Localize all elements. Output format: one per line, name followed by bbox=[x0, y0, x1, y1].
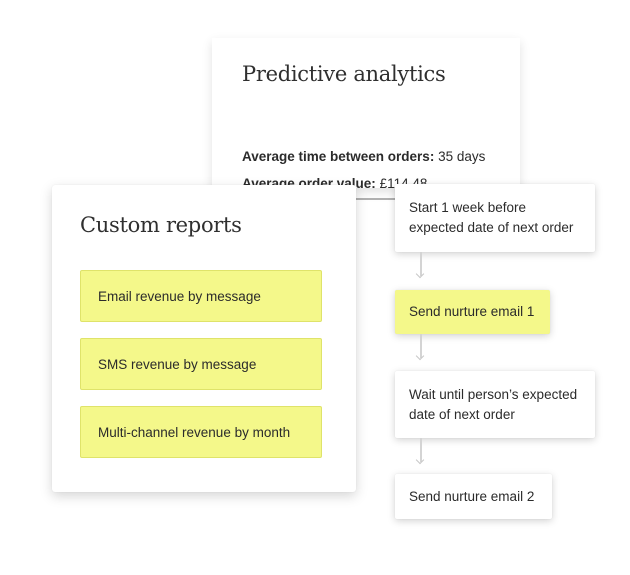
custom-reports-card: Custom reports Email revenue by message … bbox=[52, 185, 356, 492]
connector-line bbox=[356, 198, 396, 200]
flow-step-label: Wait until person’s expected date of nex… bbox=[409, 386, 578, 422]
flow-arrow-down bbox=[420, 252, 422, 276]
stat-label: Average time between orders: bbox=[242, 149, 435, 164]
flow-step-send-email-1[interactable]: Send nurture email 1 bbox=[395, 290, 550, 334]
flow-step-send-email-2[interactable]: Send nurture email 2 bbox=[395, 474, 552, 519]
flow-step-label: Send nurture email 1 bbox=[409, 304, 535, 319]
flow-arrow-down bbox=[420, 334, 422, 358]
report-item-sms-revenue[interactable]: SMS revenue by message bbox=[80, 338, 322, 390]
predictive-analytics-title: Predictive analytics bbox=[242, 62, 446, 86]
predictive-analytics-card: Predictive analytics Average time betwee… bbox=[212, 38, 520, 191]
report-item-email-revenue[interactable]: Email revenue by message bbox=[80, 270, 322, 322]
avg-time-between-orders: Average time between orders: 35 days bbox=[242, 149, 485, 164]
custom-reports-title: Custom reports bbox=[80, 213, 242, 237]
flow-step-start-trigger[interactable]: Start 1 week before expected date of nex… bbox=[395, 184, 595, 252]
flow-step-label: Send nurture email 2 bbox=[409, 488, 535, 504]
report-item-multichannel-revenue[interactable]: Multi-channel revenue by month bbox=[80, 406, 322, 458]
stat-value: 35 days bbox=[438, 149, 486, 164]
flow-arrow-down bbox=[420, 438, 422, 462]
flow-step-wait[interactable]: Wait until person’s expected date of nex… bbox=[395, 371, 595, 438]
flow-step-label: Start 1 week before expected date of nex… bbox=[409, 200, 574, 235]
